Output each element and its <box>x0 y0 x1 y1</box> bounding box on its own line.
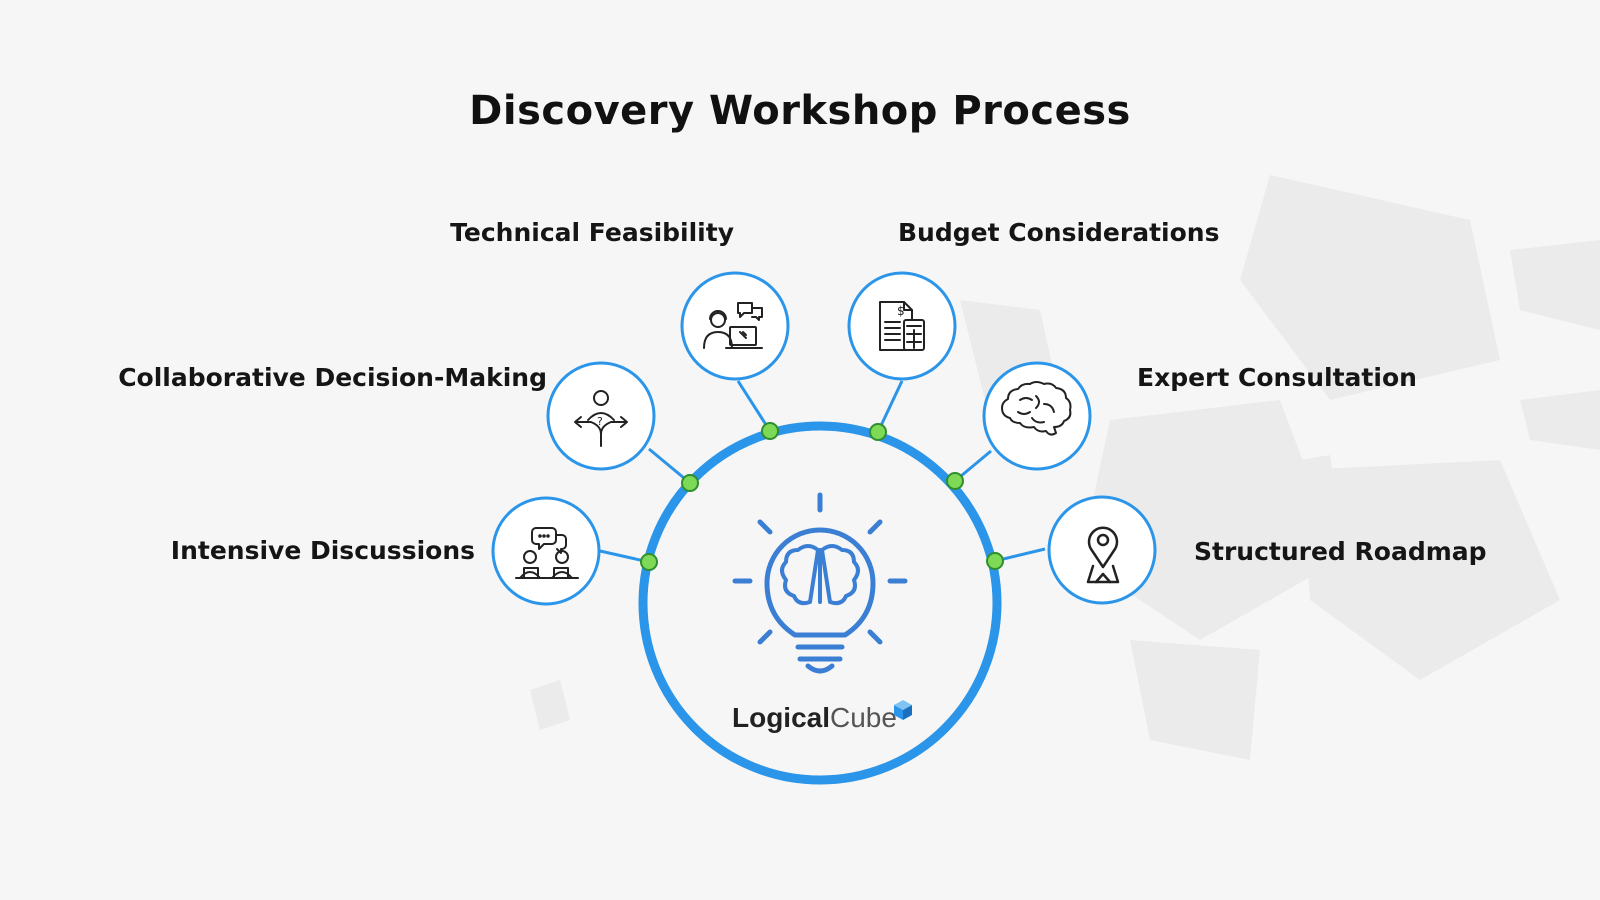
node-intensive-discussions <box>640 553 658 571</box>
step-circle-budget <box>847 271 957 381</box>
connector-budget <box>876 380 904 433</box>
node-roadmap <box>986 552 1004 570</box>
step-label-technical-feasibility: Technical Feasibility <box>450 218 734 247</box>
step-label-expert: Expert Consultation <box>1137 363 1417 392</box>
step-circle-intensive-discussions <box>491 496 601 606</box>
discussion-people-icon <box>515 527 579 579</box>
brand-logo: LogicalCube <box>700 698 940 738</box>
node-collaborative-decision <box>681 474 699 492</box>
node-technical-feasibility <box>761 422 779 440</box>
connector-technical-feasibility <box>736 380 772 432</box>
brain-icon <box>1001 381 1072 436</box>
svg-text:?: ? <box>597 415 603 428</box>
step-label-intensive-discussions: Intensive Discussions <box>170 536 475 565</box>
step-circle-roadmap <box>1047 495 1157 605</box>
decision-crossroads-icon: ? <box>574 390 628 447</box>
step-circle-collaborative-decision <box>546 361 656 471</box>
tech-support-icon <box>703 302 763 349</box>
svg-text:$: $ <box>897 304 905 318</box>
brand-name-regular: Cube <box>830 702 897 733</box>
cube-logo-icon <box>894 700 912 720</box>
step-circle-expert <box>982 361 1092 471</box>
step-label-roadmap: Structured Roadmap <box>1194 537 1487 566</box>
brand-name-bold: Logical <box>732 702 831 733</box>
step-label-collaborative-decision: Collaborative Decision-Making <box>118 363 547 392</box>
lightbulb-brain-icon <box>732 492 908 674</box>
page-title: Discovery Workshop Process <box>469 88 1131 134</box>
step-label-budget: Budget Considerations <box>898 218 1220 247</box>
node-expert <box>946 472 964 490</box>
brand-name: LogicalCube <box>732 702 897 734</box>
node-budget <box>869 423 887 441</box>
map-pin-icon <box>1086 526 1120 584</box>
budget-calculator-icon: $ <box>879 301 925 351</box>
